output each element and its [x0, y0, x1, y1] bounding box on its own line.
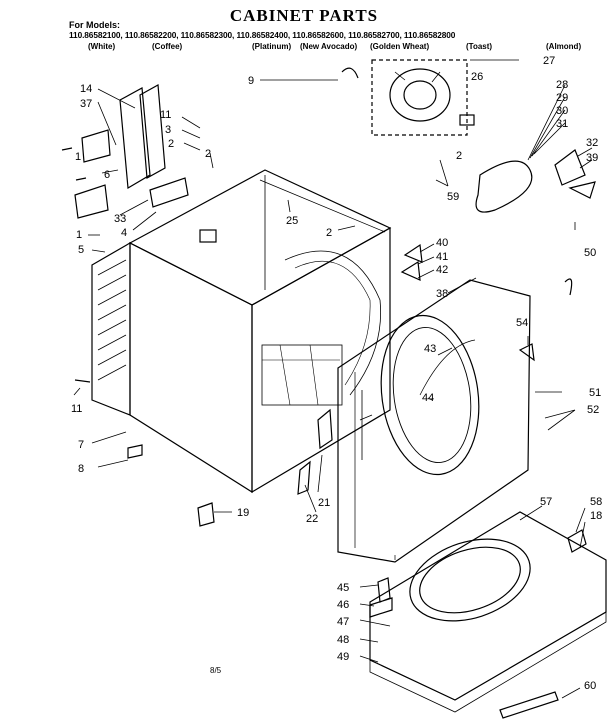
callout-9: 9: [248, 75, 254, 87]
drive-belt: [475, 160, 533, 213]
callout-52: 54: [516, 317, 528, 329]
model-color-almond: (Almond): [546, 42, 582, 51]
callout-48: 48: [337, 634, 349, 646]
door-catch: [567, 529, 587, 553]
model-color-coffee: (Coffee): [152, 42, 183, 51]
door-seal: [419, 339, 476, 396]
callout-5: 5: [78, 244, 84, 256]
callout-43: 43: [424, 343, 436, 355]
callout-14: 14: [80, 83, 92, 95]
idler-bracket: [554, 149, 586, 186]
leveling-latch: [297, 408, 333, 495]
model-color-platinum: (Platinum): [252, 42, 292, 51]
leveling-leg: [127, 444, 143, 459]
callout-18: 18: [590, 510, 602, 522]
callout-labels: 14 37 11 3 2 1 6 2 33 4 1 5 11 7 8 19 21…: [71, 55, 602, 692]
callout-50: 50: [584, 247, 596, 259]
model-color-new-avocado: (New Avocado): [300, 42, 358, 51]
callout-7: 7: [78, 439, 84, 451]
door: [369, 511, 607, 713]
bracket-19: [197, 502, 215, 527]
callout-31: 31: [556, 118, 568, 130]
duct-clamp: [341, 67, 359, 79]
callout-21: 21: [318, 497, 330, 509]
callout-33: 37: [80, 98, 92, 110]
callout-41: 41: [436, 251, 448, 263]
door-hinge: [518, 343, 535, 362]
callout-27: 27: [543, 55, 555, 67]
callout-2a: 2: [168, 138, 174, 150]
front-panel: [337, 279, 531, 563]
callout-2b: 2: [205, 148, 211, 160]
callout-46: 46: [337, 599, 349, 611]
cabinet-shell: [128, 169, 392, 494]
callout-49: 49: [337, 651, 349, 663]
motor-assembly: [371, 59, 468, 136]
callout-4: 4: [121, 227, 127, 239]
callout-1a: 1: [75, 151, 81, 163]
callout-30: 30: [556, 105, 568, 117]
callout-44: 44: [422, 392, 434, 404]
callout-2c: 2: [326, 227, 332, 239]
callout-29: 29: [556, 92, 568, 104]
spring-clip: [564, 278, 573, 296]
rear-panel: [91, 241, 131, 416]
callout-32: 32: [586, 137, 598, 149]
callout-51: 51: [589, 387, 601, 399]
callout-6: 6: [104, 169, 110, 181]
callout-38: 38: [436, 288, 448, 300]
screws: [61, 147, 91, 383]
callout-11: 11: [71, 403, 82, 415]
door-latch: [369, 577, 393, 618]
callout-19: 19: [237, 507, 249, 519]
callout-57: 57: [540, 496, 552, 508]
control-bracket: [74, 84, 189, 219]
callout-42: 42: [436, 264, 448, 276]
model-color-toast: (Toast): [466, 42, 493, 51]
lint-screen-part: [499, 691, 559, 719]
callout-3: 3: [165, 124, 171, 136]
cabinet-clip: [199, 229, 217, 243]
page-title: CABINET PARTS: [229, 6, 379, 25]
callout-26: 26: [471, 71, 483, 83]
page-footer: 8/5: [210, 666, 222, 675]
door-switch: [400, 243, 423, 281]
callout-2d: 2: [456, 150, 462, 162]
leader-lines: [73, 59, 593, 699]
model-color-white: (White): [88, 42, 116, 51]
callout-22: 22: [306, 513, 318, 525]
callout-54: 52: [587, 404, 599, 416]
callout-25: 25: [286, 215, 298, 227]
callout-47: 47: [337, 616, 349, 628]
callout-40: 40: [436, 237, 448, 249]
callout-28: 28: [556, 79, 568, 91]
callout-45: 45: [337, 582, 349, 594]
model-color-golden-wheat: (Golden Wheat): [370, 42, 430, 51]
callout-10: 11: [160, 109, 171, 121]
model-numbers: 110.86582100, 110.86582200, 110.86582300…: [69, 30, 456, 40]
callout-37: 33: [114, 213, 126, 225]
part-drawings: [61, 59, 607, 719]
callout-58: 58: [590, 496, 602, 508]
callout-60: 60: [584, 680, 596, 692]
callout-39: 39: [586, 152, 598, 164]
switch-part: [459, 114, 475, 126]
idler-pulley: [568, 181, 596, 199]
callout-8: 8: [78, 463, 84, 475]
models-heading: For Models:: [69, 20, 120, 30]
callout-59: 59: [447, 191, 459, 203]
callout-1b: 1: [76, 229, 82, 241]
